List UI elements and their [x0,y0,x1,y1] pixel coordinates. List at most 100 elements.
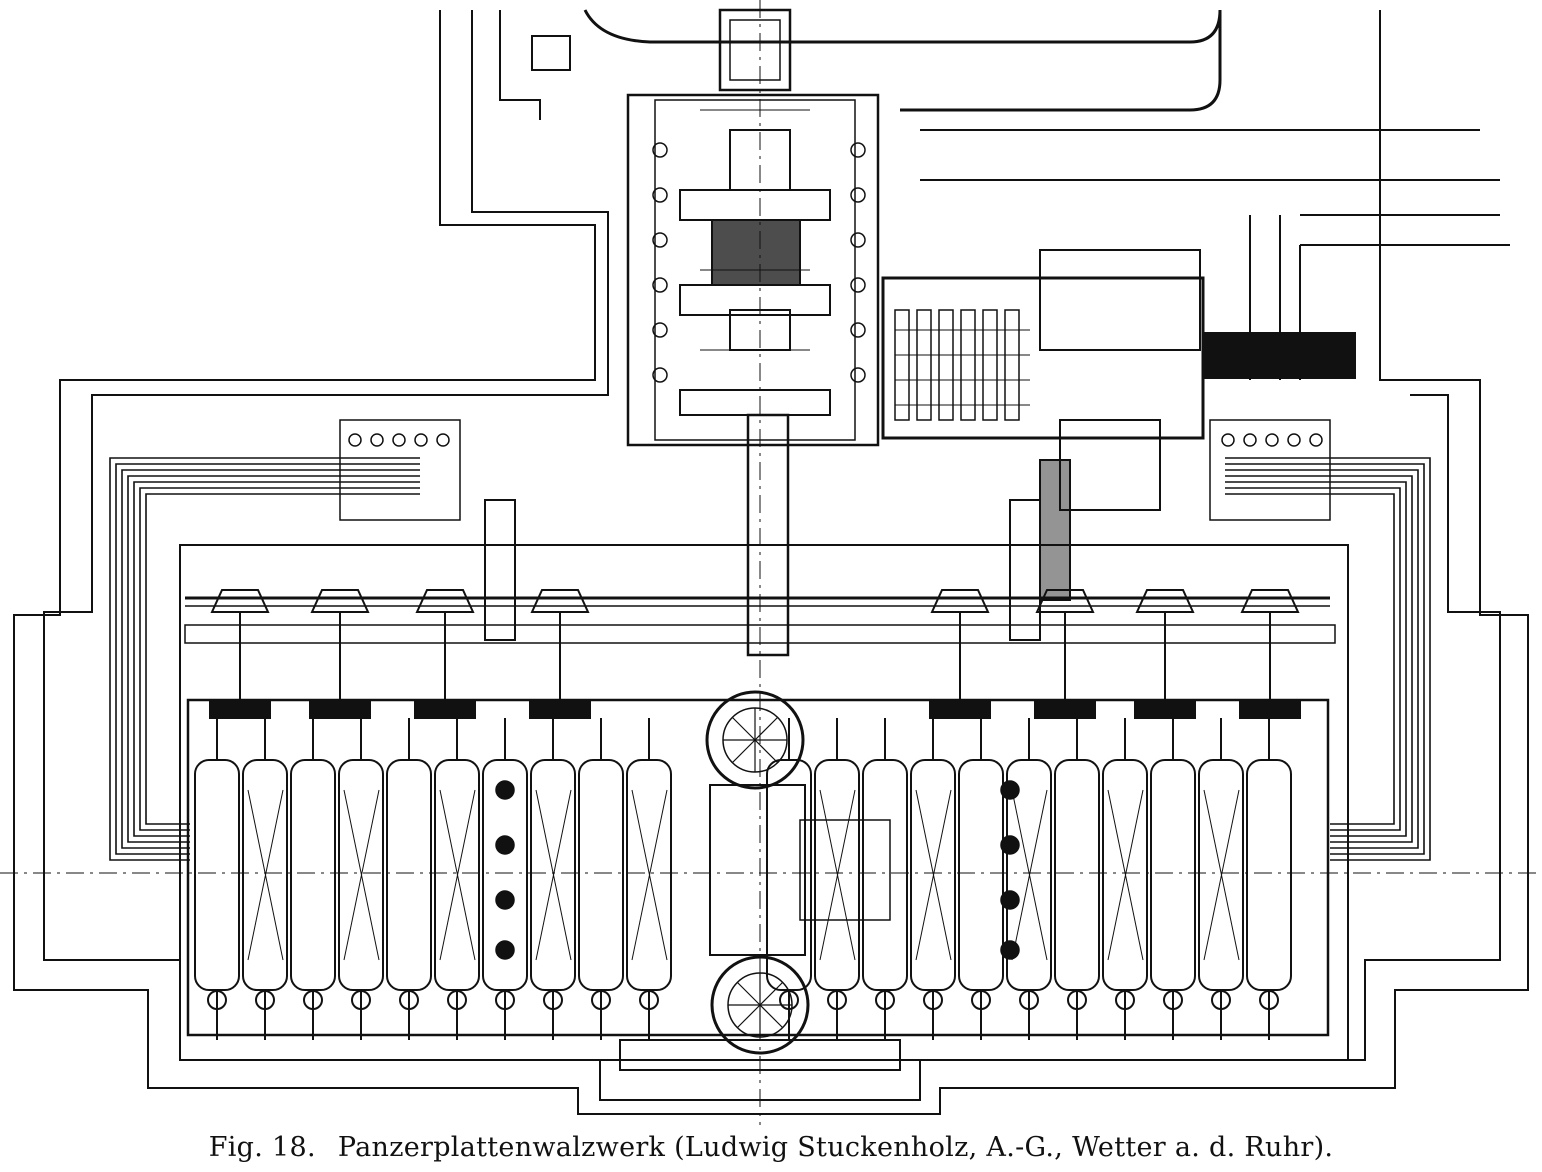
switch-column [1004,309,1020,421]
pressure-gauge [1000,835,1020,855]
valve-wheel-left [348,433,362,447]
foundation-outline-inner [43,10,1501,1101]
roll-bearing [923,990,943,1010]
roll-hatch [1107,789,1144,961]
motor-spoke [759,981,784,1006]
roll-bearing [639,990,659,1010]
valve-wheel-left [392,433,406,447]
pipe-bundle-left [115,463,420,855]
valve-wheel-right [1221,433,1235,447]
bolt-circle-right [850,322,866,338]
bevel-gear [210,589,270,613]
foundation-outline-outer [13,10,1529,1115]
pipe-bundle-left [127,475,420,843]
bolt-circle-right [850,367,866,383]
roll-bearing [207,990,227,1010]
drive-column-inner [654,99,856,441]
pipe-bundle-right [1225,493,1395,825]
roll-hatch [1203,789,1240,961]
rolling-mill-plan [0,0,1542,1125]
switch-column [960,309,976,421]
roll-bearing [447,990,467,1010]
roll-gear-head [529,699,591,719]
motor-spoke [754,716,779,741]
bevel-gear [530,589,590,613]
pipe-bundle-left [133,481,420,837]
gear-train-box [799,819,891,921]
roll-bearing [827,990,847,1010]
pipe-bundle-right [1225,463,1425,855]
bolt-circle-right [850,142,866,158]
motor-mount-frame [1059,419,1161,511]
engineering-drawing [0,0,1542,1125]
roll-gear-head [1239,699,1301,719]
roll-bearing [1115,990,1135,1010]
roll-table-frame [186,698,1330,1037]
pressure-gauge [1000,780,1020,800]
roll-bearing [591,990,611,1010]
bevel-gear [1035,589,1095,613]
bolt-circle-right [850,277,866,293]
bearing-block-lower [679,389,831,416]
roll-hatch [631,789,668,961]
pit-box-top [531,35,571,71]
motor-spoke [759,1004,784,1029]
roll-bearing [495,990,515,1010]
foundation-step-left [499,10,541,120]
pipe-bundle-right [1225,487,1401,831]
motor-spoke [731,739,756,764]
valve-wheel-left [414,433,428,447]
pipe-bundle-right [1225,475,1413,843]
roll-gear-head [1034,699,1096,719]
roll [862,759,908,991]
roll [194,759,240,991]
bevel-gear [310,589,370,613]
roll-bearing [1211,990,1231,1010]
switch-cabinet [881,276,1205,440]
roll-gear-head [209,699,271,719]
cable-duct-right [1204,332,1356,379]
bolt-circle-left [652,232,668,248]
pipe-bundle-left [109,457,420,861]
roll-hatch [343,789,380,961]
bevel-gear [415,589,475,613]
pressure-gauge [1000,890,1020,910]
engine-pit-curve-lower [900,10,1222,112]
motor-spoke [736,1004,761,1029]
motor-spoke [754,739,779,764]
figure-caption: Fig. 18.Panzerplattenwalzwerk (Ludwig St… [0,1132,1542,1172]
pressure-gauge [495,890,515,910]
roll-bearing [399,990,419,1010]
bevel-gear [930,589,990,613]
valve-wheel-right [1287,433,1301,447]
bolt-circle-right [850,187,866,203]
switch-column [982,309,998,421]
motor-spoke [736,981,761,1006]
roll-bearing [1259,990,1279,1010]
motor-spoke [731,716,756,741]
pipe-bundle-left [145,493,420,825]
roll-hatch [247,789,284,961]
roll-bearing [875,990,895,1010]
pressure-gauge [1000,940,1020,960]
valve-wheel-left [370,433,384,447]
switch-column [938,309,954,421]
roll-bearing [1019,990,1039,1010]
pressure-gauge [495,940,515,960]
housing-frame-lower [179,544,1349,1061]
engine-pit-curve [583,9,1222,44]
bolt-circle-left [652,187,668,203]
spur-gear-left [484,499,516,641]
roll-hatch [819,789,856,961]
gear-housing-top [679,189,831,221]
motor-housing [705,690,805,790]
pipe-bundle-right [1225,481,1407,837]
foundation-lines-right [920,129,1510,380]
roll-gear-head [929,699,991,719]
roll-gear-head [414,699,476,719]
switch-column [916,309,932,421]
switch-cabinet-upper [1039,249,1201,351]
figure-caption-text: Panzerplattenwalzwerk (Ludwig Stuckenhol… [337,1132,1334,1163]
roll [578,759,624,991]
roll-gear-head [309,699,371,719]
